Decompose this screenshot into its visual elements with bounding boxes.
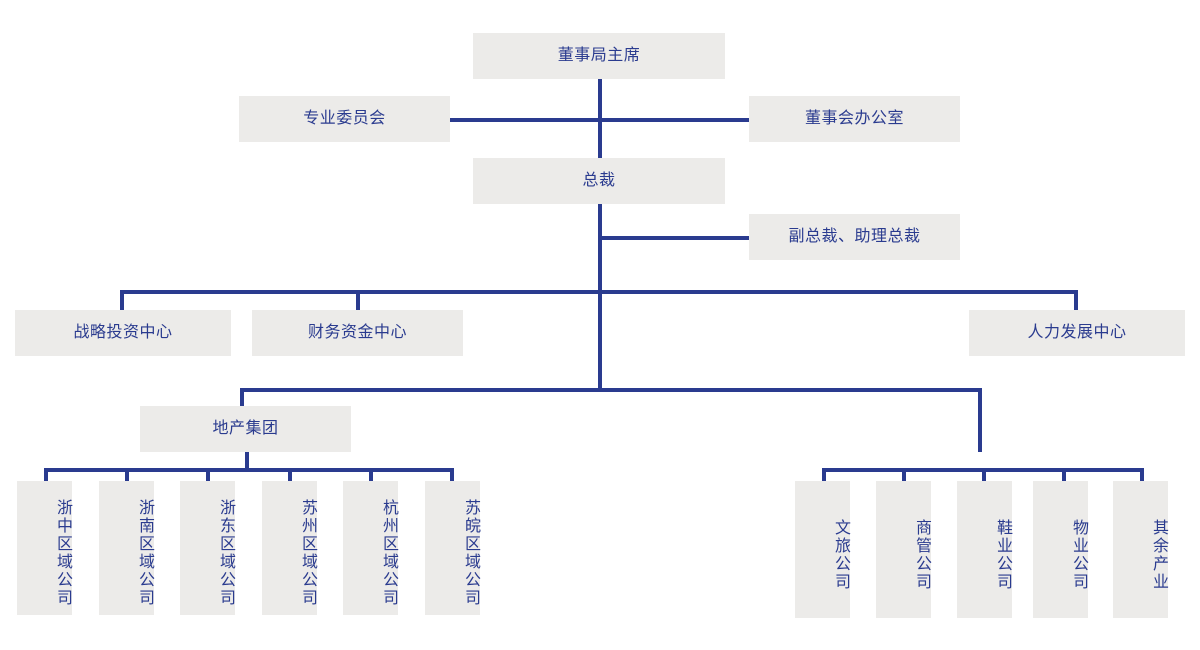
node-business-unit[interactable]: 其余产业 (1113, 481, 1168, 618)
node-board-office[interactable]: 董事会办公室 (749, 96, 960, 142)
node-finance-center[interactable]: 财务资金中心 (252, 310, 463, 356)
connector-regional-bus (44, 468, 454, 472)
connector-drop-real-estate-group (240, 388, 244, 410)
node-business-unit[interactable]: 鞋业公司 (957, 481, 1012, 618)
connector-drop-business-4 (1140, 468, 1144, 484)
node-committee[interactable]: 专业委员会 (239, 96, 450, 142)
connector-centers-bus (120, 290, 1078, 294)
node-business-unit[interactable]: 商管公司 (876, 481, 931, 618)
connector-drop-strategy-center (120, 290, 124, 312)
node-regional-company[interactable]: 苏皖区域公司 (425, 481, 480, 615)
node-regional-company[interactable]: 浙东区域公司 (180, 481, 235, 615)
connector-drop-hr-center (1074, 290, 1078, 312)
connector-vice-president (598, 236, 750, 240)
node-chairman[interactable]: 董事局主席 (473, 33, 725, 79)
connector-drop-regional-0 (44, 468, 48, 484)
connector-group-bus (240, 388, 982, 392)
connector-drop-finance-center (356, 290, 360, 312)
connector-drop-business-3 (1062, 468, 1066, 484)
connector-real-estate-to-children (245, 450, 249, 472)
connector-drop-regional-3 (288, 468, 292, 484)
connector-drop-regional-5 (450, 468, 454, 484)
node-vice-president[interactable]: 副总裁、助理总裁 (749, 214, 960, 260)
node-business-unit[interactable]: 文旅公司 (795, 481, 850, 618)
node-strategy-center[interactable]: 战略投资中心 (15, 310, 231, 356)
node-regional-company[interactable]: 浙中区域公司 (17, 481, 72, 615)
connector-drop-business-2 (982, 468, 986, 484)
node-regional-company[interactable]: 苏州区域公司 (262, 481, 317, 615)
node-regional-company[interactable]: 浙南区域公司 (99, 481, 154, 615)
connector-drop-regional-4 (369, 468, 373, 484)
connector-drop-regional-1 (125, 468, 129, 484)
node-president[interactable]: 总裁 (473, 158, 725, 204)
connector-drop-business-1 (902, 468, 906, 484)
node-hr-center[interactable]: 人力发展中心 (969, 310, 1185, 356)
node-business-unit[interactable]: 物业公司 (1033, 481, 1088, 618)
connector-committee-bus (448, 118, 750, 122)
connector-drop-business-0 (822, 468, 826, 484)
connector-drop-business-units (978, 388, 982, 452)
node-regional-company[interactable]: 杭州区域公司 (343, 481, 398, 615)
connector-president-spine (598, 204, 602, 390)
connector-drop-regional-2 (206, 468, 210, 484)
node-real-estate-group[interactable]: 地产集团 (140, 406, 351, 452)
